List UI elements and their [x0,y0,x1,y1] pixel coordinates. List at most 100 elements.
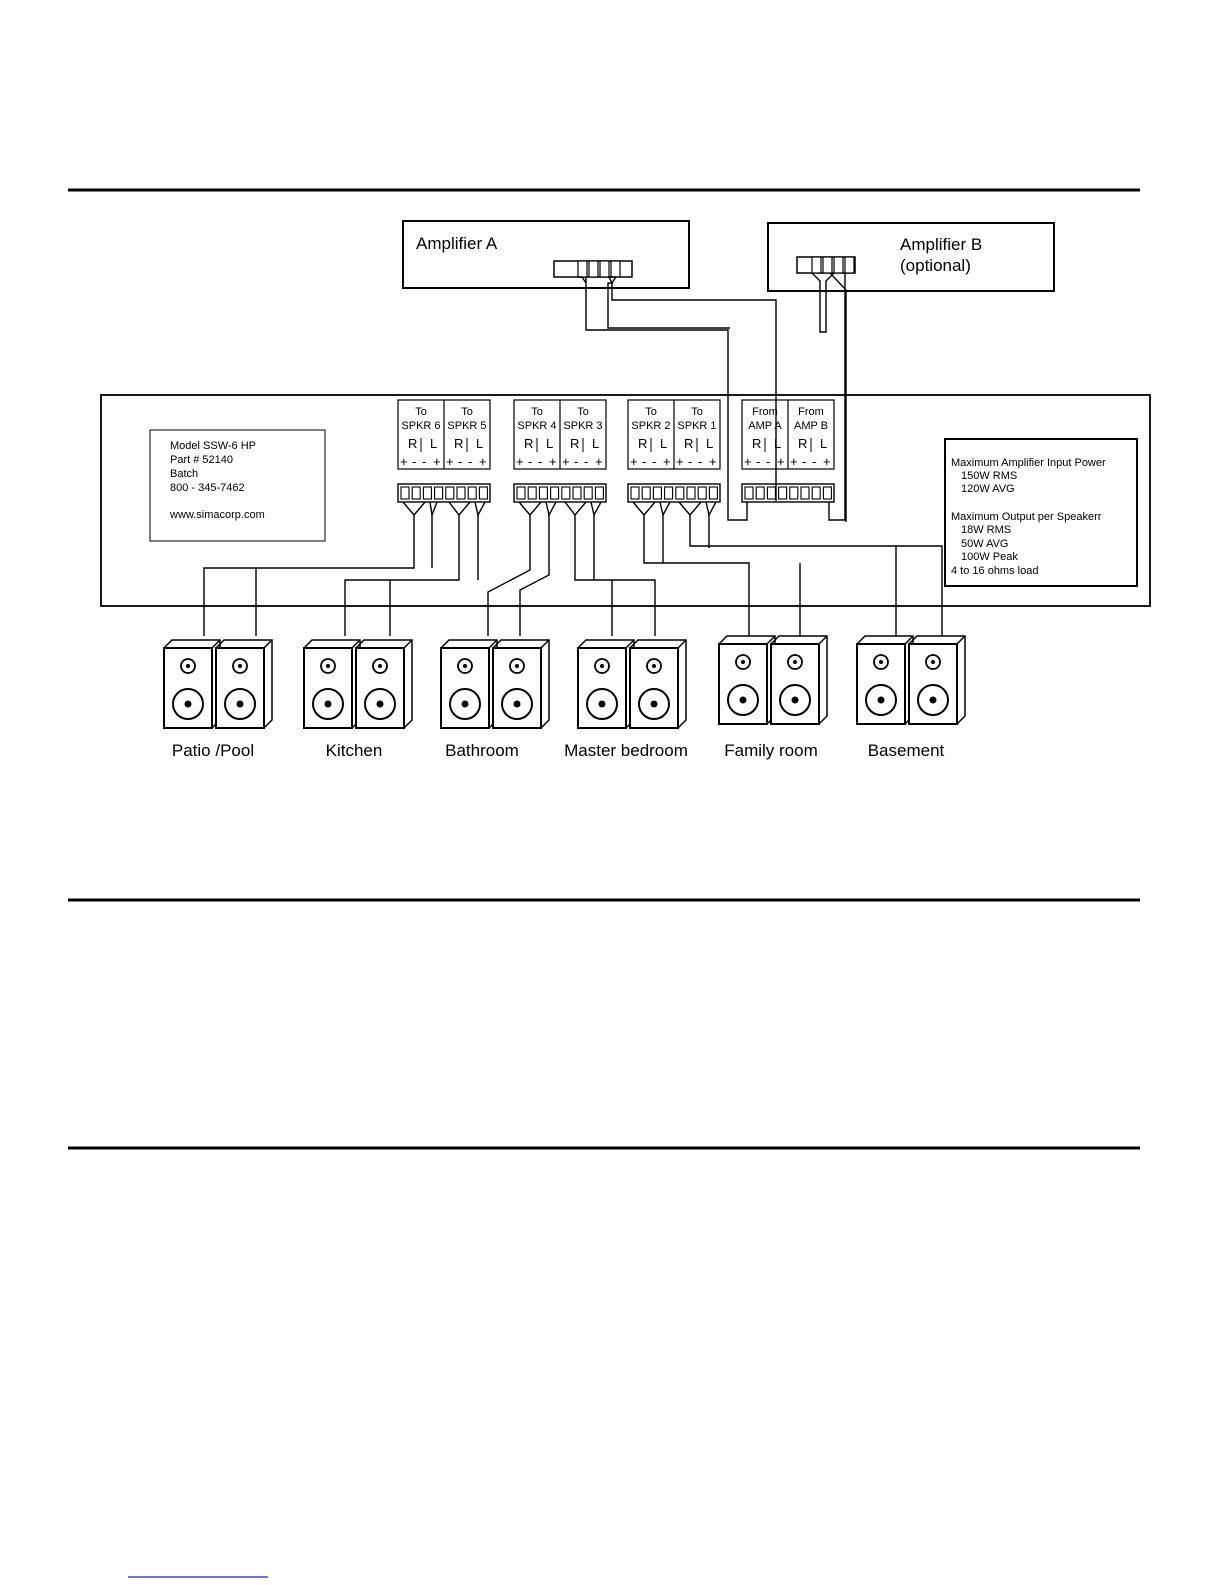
specs-input-avg: 120W AVG [961,483,1015,495]
terminal-screw [527,486,537,500]
terminal-screw [400,486,410,500]
speaker-right [718,635,776,725]
terminal-screw [686,486,696,500]
svg-text:+: + [562,454,570,469]
svg-text:+: + [549,454,557,469]
terminal-label-spkr6-line2: SPKR 6 [401,420,440,432]
svg-text:+: + [676,454,684,469]
room-label-family-room: Family room [724,741,818,760]
terminal-screw [755,486,765,500]
specs-load: 4 to 16 ohms load [951,565,1038,577]
amplifier-a-box [402,220,690,289]
svg-text:+: + [479,454,487,469]
terminal-screw [594,486,604,500]
svg-text:-: - [422,454,426,469]
terminal-label-spkr2-line2: SPKR 2 [631,420,670,432]
hub-panel [100,394,1151,607]
svg-text:R: R [524,436,533,451]
amplifier-a-label: Amplifier A [416,234,498,253]
svg-text:+: + [400,454,408,469]
speaker-left [355,639,413,729]
svg-text:R: R [638,436,647,451]
svg-text:L: L [706,436,713,451]
amplifier-b-terminals [811,256,855,274]
speaker-right [303,639,361,729]
room-label-kitchen: Kitchen [326,741,383,760]
model-label-website: www.simacorp.com [169,509,265,521]
terminal-screw [583,486,593,500]
svg-text:R: R [570,436,579,451]
terminal-screw [708,486,718,500]
room-label-patio: Patio /Pool [172,741,254,760]
svg-text:-: - [642,454,646,469]
specs-box-frame [944,438,1138,587]
svg-text:L: L [660,436,667,451]
terminal-screw [561,486,571,500]
svg-text:-: - [698,454,702,469]
terminal-label-spkr6-line1: To [415,406,427,418]
terminal-screw [538,486,548,500]
svg-text:+: + [744,454,752,469]
model-label-model: Model SSW-6 HP [170,440,256,452]
speaker-left [215,639,273,729]
svg-text:-: - [458,454,462,469]
amplifier-a: Amplifier A [402,220,690,289]
svg-text:-: - [412,454,416,469]
amplifier-b-note: (optional) [900,256,971,275]
svg-text:L: L [592,436,599,451]
specs-output-rms: 18W RMS [961,524,1011,536]
terminal-screw [778,486,788,500]
terminal-block-pair-1 [397,399,491,503]
speaker-left [629,639,687,729]
svg-text:R: R [454,436,463,451]
terminal-screw [766,486,776,500]
svg-text:-: - [688,454,692,469]
svg-text:-: - [574,454,578,469]
terminal-screw [675,486,685,500]
terminal-screw [697,486,707,500]
speaker-right [440,639,498,729]
speaker-wires [203,501,943,636]
svg-text:+: + [777,454,785,469]
model-label-box [149,429,326,542]
svg-text:+: + [595,454,603,469]
svg-text:-: - [652,454,656,469]
specs-output-peak: 100W Peak [961,551,1018,563]
svg-text:+: + [446,454,454,469]
room-label-bathroom: Bathroom [445,741,519,760]
room-label-basement: Basement [868,741,945,760]
terminal-label-spkr1-line1: To [691,406,703,418]
terminal-label-spkr3-line2: SPKR 3 [563,420,602,432]
svg-text:L: L [430,436,437,451]
svg-text:L: L [774,436,781,451]
speaker-right [163,639,221,729]
polarity-labels: +--+ +--+ +--+ +--+ +--+ +--+ +--+ +--+ [400,454,831,469]
terminal-label-ampa-line2: AMP A [748,420,782,432]
speaker-left [908,635,966,725]
channel-labels: R L R L R L R L R L R L R L R L [408,436,827,452]
terminal-block-pair-3 [627,399,721,503]
svg-text:+: + [433,454,441,469]
terminal-label-ampb-line1: From [798,406,824,418]
model-label-part: Part # 52140 [170,454,233,466]
svg-text:-: - [766,454,770,469]
svg-text:L: L [476,436,483,451]
terminal-screw [456,486,466,500]
svg-text:L: L [820,436,827,451]
svg-text:+: + [663,454,671,469]
terminal-label-ampa-line1: From [752,406,778,418]
svg-text:-: - [584,454,588,469]
terminal-screw [811,486,821,500]
terminal-screw [800,486,810,500]
model-label: Model SSW-6 HP Part # 52140 Batch 800 - … [149,429,326,542]
terminal-label-spkr1-line2: SPKR 1 [677,420,716,432]
terminal-label-spkr2-line1: To [645,406,657,418]
svg-text:+: + [630,454,638,469]
svg-text:R: R [798,436,807,451]
terminal-screw [411,486,421,500]
terminal-screw [652,486,662,500]
terminal-screw [641,486,651,500]
amplifier-wires [578,272,847,522]
model-label-phone: 800 - 345-7462 [170,482,245,494]
terminal-screw [550,486,560,500]
